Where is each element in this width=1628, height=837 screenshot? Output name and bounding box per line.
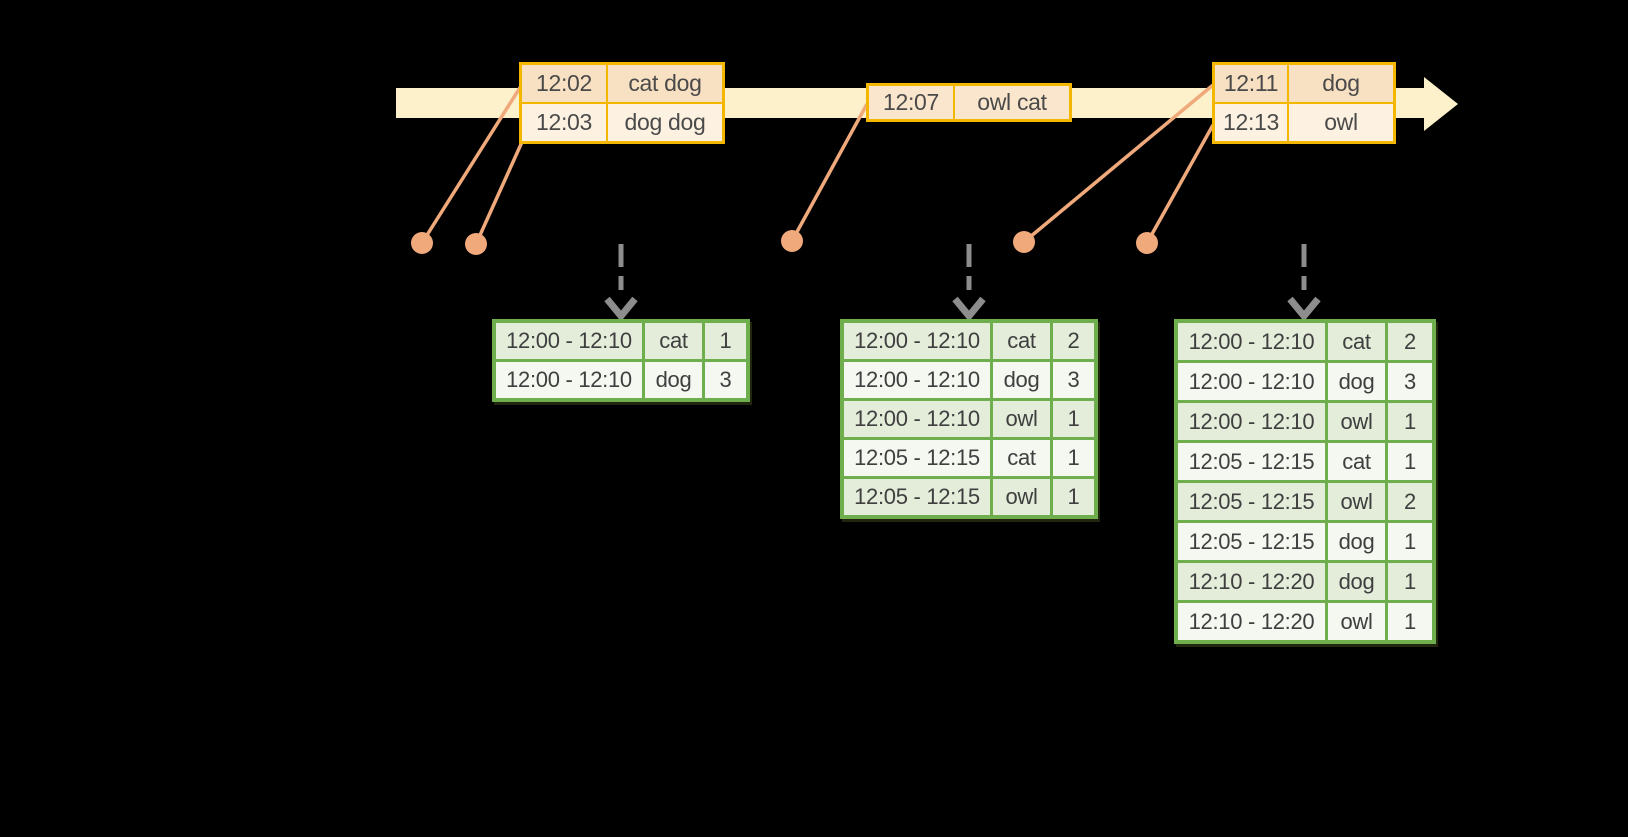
event-connector-lines <box>420 83 1215 245</box>
connector-line <box>474 141 524 245</box>
result-window-cell: 12:00 - 12:10 <box>1178 403 1325 440</box>
event-time-cell: 12:11 <box>1215 65 1287 102</box>
event-words-cell: dog <box>1289 65 1393 102</box>
result-count-cell: 1 <box>1388 443 1432 480</box>
result-count-cell: 2 <box>1388 483 1432 520</box>
result-window-cell: 12:00 - 12:10 <box>844 323 990 359</box>
event-time-cell: 12:03 <box>522 104 606 141</box>
result-window-cell: 12:10 - 12:20 <box>1178 603 1325 640</box>
event-words-cell: owl cat <box>955 86 1069 119</box>
result-row: 12:00 - 12:10 owl 1 <box>844 401 1094 437</box>
result-row: 12:00 - 12:10 dog 3 <box>496 362 746 398</box>
result-row: 12:00 - 12:10 cat 1 <box>496 323 746 359</box>
event-row: 12:02 cat dog <box>522 65 722 102</box>
event-dot-icon <box>781 230 803 252</box>
result-count-cell: 2 <box>1388 323 1432 360</box>
result-count-cell: 3 <box>1388 363 1432 400</box>
result-word-cell: owl <box>993 479 1050 515</box>
result-table-3: 12:00 - 12:10 cat 2 12:00 - 12:10 dog 3 … <box>1174 319 1436 644</box>
result-row: 12:10 - 12:20 dog 1 <box>1178 563 1432 600</box>
result-count-cell: 1 <box>1388 403 1432 440</box>
down-arrowhead-icon <box>1287 296 1321 322</box>
result-count-cell: 1 <box>1388 563 1432 600</box>
result-count-cell: 3 <box>705 362 746 398</box>
down-arrowhead-icon <box>952 296 986 322</box>
result-word-cell: cat <box>1328 443 1385 480</box>
connector-line <box>420 85 523 244</box>
result-count-cell: 1 <box>1053 401 1094 437</box>
result-word-cell: owl <box>1328 603 1385 640</box>
result-word-cell: dog <box>645 362 702 398</box>
result-row: 12:00 - 12:10 dog 3 <box>844 362 1094 398</box>
event-row: 12:03 dog dog <box>522 104 722 141</box>
result-row: 12:05 - 12:15 owl 2 <box>1178 483 1432 520</box>
result-word-cell: cat <box>993 323 1050 359</box>
result-word-cell: cat <box>993 440 1050 476</box>
result-row: 12:05 - 12:15 owl 1 <box>844 479 1094 515</box>
result-window-cell: 12:00 - 12:10 <box>1178 323 1325 360</box>
event-time-cell: 12:02 <box>522 65 606 102</box>
result-row: 12:10 - 12:20 owl 1 <box>1178 603 1432 640</box>
result-window-cell: 12:05 - 12:15 <box>1178 523 1325 560</box>
result-word-cell: dog <box>1328 523 1385 560</box>
result-row: 12:00 - 12:10 cat 2 <box>844 323 1094 359</box>
result-window-cell: 12:05 - 12:15 <box>1178 483 1325 520</box>
result-window-cell: 12:00 - 12:10 <box>844 362 990 398</box>
down-arrowhead-icon <box>604 296 638 322</box>
event-words-cell: dog dog <box>608 104 722 141</box>
result-count-cell: 3 <box>1053 362 1094 398</box>
event-time-cell: 12:13 <box>1215 104 1287 141</box>
result-window-cell: 12:00 - 12:10 <box>496 362 642 398</box>
connector-line <box>790 103 869 242</box>
result-window-cell: 12:10 - 12:20 <box>1178 563 1325 600</box>
result-window-cell: 12:00 - 12:10 <box>844 401 990 437</box>
result-row: 12:05 - 12:15 cat 1 <box>844 440 1094 476</box>
timeline-arrowhead-icon <box>1424 77 1458 131</box>
result-row: 12:05 - 12:15 cat 1 <box>1178 443 1432 480</box>
event-dot-icon <box>465 233 487 255</box>
result-row: 12:05 - 12:15 dog 1 <box>1178 523 1432 560</box>
result-word-cell: cat <box>1328 323 1385 360</box>
result-row: 12:00 - 12:10 cat 2 <box>1178 323 1432 360</box>
event-row: 12:07 owl cat <box>869 86 1069 119</box>
result-window-cell: 12:05 - 12:15 <box>1178 443 1325 480</box>
event-row: 12:13 owl <box>1215 104 1393 141</box>
result-count-cell: 1 <box>705 323 746 359</box>
result-word-cell: cat <box>645 323 702 359</box>
result-word-cell: dog <box>993 362 1050 398</box>
event-dot-icon <box>1013 231 1035 253</box>
result-word-cell: owl <box>1328 403 1385 440</box>
result-window-cell: 12:05 - 12:15 <box>844 479 990 515</box>
event-table-3: 12:11 dog 12:13 owl <box>1212 62 1396 144</box>
result-count-cell: 1 <box>1388 603 1432 640</box>
event-words-cell: owl <box>1289 104 1393 141</box>
result-window-cell: 12:00 - 12:10 <box>496 323 642 359</box>
result-word-cell: dog <box>1328 363 1385 400</box>
result-count-cell: 1 <box>1053 440 1094 476</box>
event-words-cell: cat dog <box>608 65 722 102</box>
event-table-1: 12:02 cat dog 12:03 dog dog <box>519 62 725 144</box>
result-table-1: 12:00 - 12:10 cat 1 12:00 - 12:10 dog 3 <box>492 319 750 402</box>
event-table-2: 12:07 owl cat <box>866 83 1072 122</box>
result-row: 12:00 - 12:10 owl 1 <box>1178 403 1432 440</box>
result-row: 12:00 - 12:10 dog 3 <box>1178 363 1432 400</box>
result-window-cell: 12:00 - 12:10 <box>1178 363 1325 400</box>
result-word-cell: owl <box>1328 483 1385 520</box>
result-count-cell: 1 <box>1388 523 1432 560</box>
event-marker-dots <box>411 230 1158 255</box>
result-word-cell: owl <box>993 401 1050 437</box>
result-word-cell: dog <box>1328 563 1385 600</box>
connector-line <box>1145 124 1215 244</box>
result-window-cell: 12:05 - 12:15 <box>844 440 990 476</box>
event-time-cell: 12:07 <box>869 86 953 119</box>
result-count-cell: 2 <box>1053 323 1094 359</box>
event-row: 12:11 dog <box>1215 65 1393 102</box>
result-count-cell: 1 <box>1053 479 1094 515</box>
trigger-arrows <box>604 244 1321 322</box>
result-table-2: 12:00 - 12:10 cat 2 12:00 - 12:10 dog 3 … <box>840 319 1098 519</box>
event-dot-icon <box>411 232 433 254</box>
event-dot-icon <box>1136 232 1158 254</box>
connector-line <box>1022 83 1215 244</box>
